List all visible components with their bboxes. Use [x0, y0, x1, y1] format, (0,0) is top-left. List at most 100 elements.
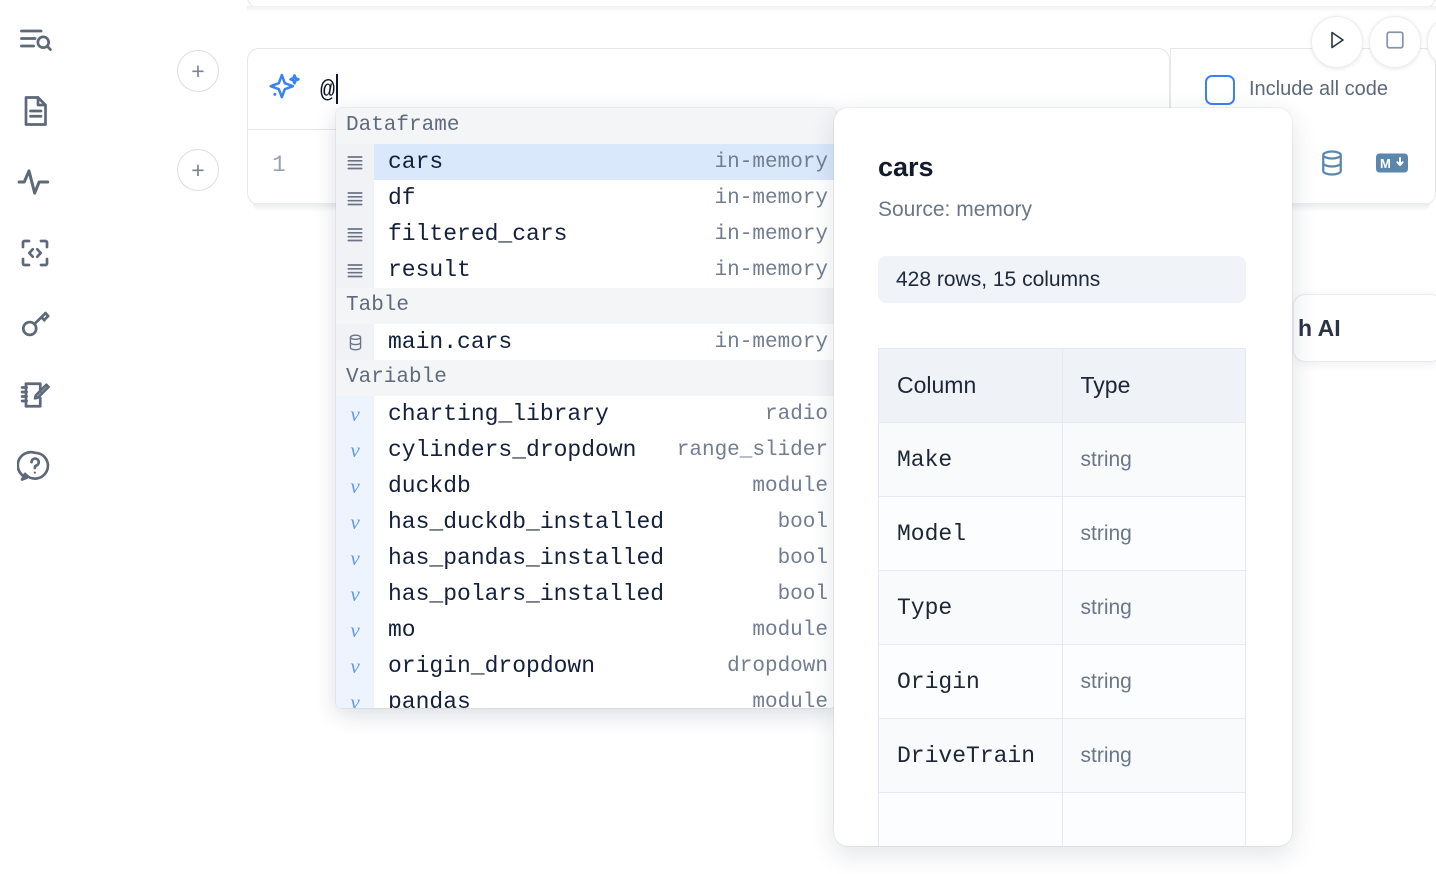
markdown-icon[interactable]: M [1375, 151, 1409, 180]
ai-prompt-value: @ [320, 75, 336, 105]
sidebar-item-scratchpad[interactable] [9, 369, 61, 421]
table-header-row: Column Type [878, 348, 1246, 423]
autocomplete-item-type: in-memory [714, 258, 828, 282]
dataset-shape-badge: 428 rows, 15 columns [878, 256, 1246, 303]
schema-column-type: string [1061, 496, 1246, 571]
autocomplete-section-header: Table [336, 288, 836, 324]
autocomplete-item-type: module [752, 690, 828, 709]
sparkle-icon [266, 70, 304, 108]
autocomplete-item-name: origin_dropdown [388, 653, 596, 679]
dataframe-icon [336, 252, 374, 288]
dataset-source: Source: memory [878, 198, 1033, 221]
explore-notebook-icon [17, 22, 53, 58]
plus-icon: + [191, 156, 205, 183]
dataframe-icon [336, 180, 374, 216]
variable-icon: v [336, 648, 374, 684]
file-document-icon [17, 93, 53, 129]
column-header-type: Type [1061, 348, 1246, 423]
variable-icon: v [336, 540, 374, 576]
autocomplete-item-type: in-memory [714, 150, 828, 174]
dataframe-icon [336, 216, 374, 252]
schema-column-name: DriveTrain [878, 718, 1063, 793]
sidebar-item-activity[interactable] [9, 156, 61, 208]
variable-icon: v [336, 612, 374, 648]
autocomplete-item[interactable]: filtered_cars in-memory [336, 216, 836, 252]
sidebar-item-files[interactable] [9, 85, 61, 137]
autocomplete-item-type: in-memory [714, 186, 828, 210]
add-cell-above-button[interactable]: + [177, 50, 219, 92]
autocomplete-item-body: filtered_cars in-memory [374, 216, 836, 252]
autocomplete-item-type: range_slider [676, 438, 828, 462]
svg-text:M: M [1380, 156, 1391, 171]
autocomplete-item-name: filtered_cars [388, 221, 568, 247]
sidebar-item-help[interactable] [9, 440, 61, 492]
variable-icon: v [336, 468, 374, 504]
add-cell-below-button[interactable]: + [177, 149, 219, 191]
schema-column-type: string [1061, 570, 1246, 645]
database-icon[interactable] [1317, 148, 1347, 183]
dataset-title: cars [878, 152, 934, 182]
ai-prompt-input[interactable]: @ [320, 73, 339, 105]
sidebar-item-explore[interactable] [9, 14, 61, 66]
autocomplete-item-body: result in-memory [374, 252, 836, 288]
autocomplete-item[interactable]: result in-memory [336, 252, 836, 288]
autocomplete-item-name: result [388, 257, 471, 283]
left-sidebar [0, 0, 70, 874]
run-button[interactable] [1311, 16, 1363, 68]
autocomplete-item-name: pandas [388, 689, 471, 708]
ai-suggestion-card-label: h AI [1298, 314, 1341, 341]
autocomplete-item-name: has_pandas_installed [388, 545, 665, 571]
sidebar-item-snippets[interactable] [9, 227, 61, 279]
variable-icon: v [336, 576, 374, 612]
table-row [878, 792, 1246, 846]
variable-icon: v [336, 684, 374, 708]
code-brackets-icon [17, 235, 53, 271]
notebook-pencil-icon [17, 377, 53, 413]
autocomplete-item-type: in-memory [714, 222, 828, 246]
sidebar-item-secrets[interactable] [9, 298, 61, 350]
text-caret [336, 73, 339, 104]
schema-column-name: Model [878, 496, 1063, 571]
autocomplete-item-type: in-memory [714, 330, 828, 354]
previous-cell-shadow [247, 6, 1436, 12]
autocomplete-item-type: module [752, 618, 828, 642]
plus-icon: + [191, 57, 205, 84]
autocomplete-item-type: module [752, 474, 828, 498]
column-header-column: Column [878, 348, 1063, 423]
schema-column-name: Type [878, 570, 1063, 645]
include-all-code-checkbox[interactable] [1205, 74, 1235, 105]
stop-button[interactable] [1369, 16, 1421, 68]
schema-column-name: Make [878, 422, 1063, 497]
autocomplete-item-name: has_polars_installed [388, 581, 665, 607]
ai-suggestion-card[interactable]: h AI [1293, 294, 1436, 362]
cell-action-icons: M [1317, 148, 1409, 183]
help-question-icon [17, 448, 53, 484]
schema-column-type [1061, 792, 1246, 846]
table-database-icon [336, 324, 374, 360]
